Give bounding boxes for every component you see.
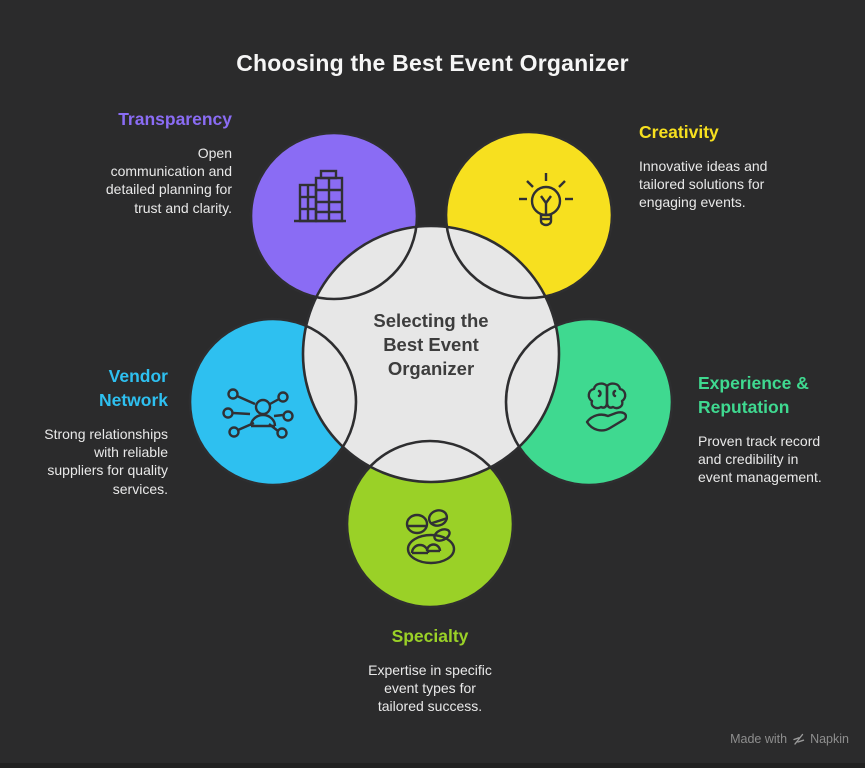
- transparency-circle-outline: [249, 131, 419, 301]
- creativity-description: Innovative ideas and tailored solutions …: [639, 158, 768, 211]
- creativity-label-block: Creativity Innovative ideas and tailored…: [639, 120, 824, 212]
- vendor-network-circle-outline: [188, 317, 358, 487]
- people-group-icon: [405, 509, 456, 565]
- watermark-text: Made with: [730, 732, 788, 746]
- person-network-icon: [222, 388, 294, 439]
- napkin-logo-icon: [793, 733, 805, 745]
- creativity-heading: Creativity: [639, 122, 719, 142]
- brain-in-hand-icon: [585, 382, 628, 432]
- experience-reputation-circle-outline: [504, 317, 674, 487]
- transparency-label-block: Transparency Open communication and deta…: [57, 107, 232, 217]
- vendor-network-label-block: Vendor Network Strong relationships with…: [0, 364, 168, 498]
- watermark-brand: Napkin: [810, 732, 849, 746]
- petal-outlines: [188, 130, 674, 609]
- transparency-description: Open communication and detailed planning…: [105, 145, 232, 216]
- experience-reputation-description: Proven track record and credibility in e…: [698, 433, 822, 486]
- napkin-watermark[interactable]: Made with Napkin: [730, 732, 849, 746]
- specialty-label-block: Specialty Expertise in specific event ty…: [330, 624, 530, 716]
- specialty-description: Expertise in specific event types for ta…: [368, 662, 492, 715]
- experience-reputation-label-block: Experience & Reputation Proven track rec…: [698, 371, 865, 487]
- page-title: Choosing the Best Event Organizer: [236, 50, 629, 76]
- transparency-heading: Transparency: [118, 109, 232, 129]
- specialty-circle-outline: [345, 439, 515, 609]
- lightbulb-icon: [519, 173, 573, 227]
- creativity-circle-outline: [444, 130, 614, 300]
- specialty-heading: Specialty: [391, 626, 469, 646]
- center-label: Selecting the Best Event Organizer: [373, 310, 489, 379]
- building-icon: [294, 169, 346, 223]
- experience-reputation-heading: Experience & Reputation: [698, 373, 809, 417]
- vendor-network-heading: Vendor Network: [98, 366, 168, 410]
- bottom-bar: [0, 763, 865, 768]
- vendor-network-description: Strong relationships with reliable suppl…: [44, 426, 168, 497]
